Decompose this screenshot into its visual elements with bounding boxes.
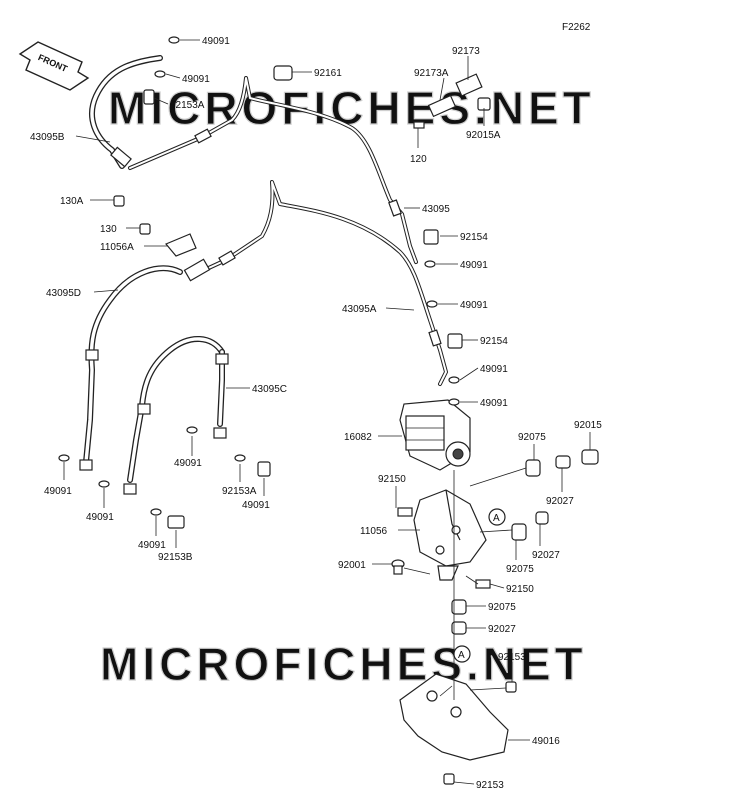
callout: 49091 bbox=[174, 458, 202, 469]
callout: 43095D bbox=[46, 288, 81, 299]
callout: 130A bbox=[60, 196, 84, 207]
callout: 43095C bbox=[252, 384, 287, 395]
collar-92027-mid bbox=[535, 511, 549, 525]
callout: 92015A bbox=[466, 130, 501, 141]
bolt-130 bbox=[139, 223, 151, 235]
callout: 11056A bbox=[100, 242, 134, 253]
callout: 92153 bbox=[476, 780, 504, 791]
callout: 11056 bbox=[360, 526, 388, 537]
bolt-92153a-mid bbox=[257, 461, 271, 477]
washer-49091-l2 bbox=[98, 480, 110, 488]
callout-labels: 49091 49091 92153A 92161 92173 92173A 92… bbox=[30, 36, 602, 791]
callout: 49091 bbox=[480, 398, 508, 409]
watermark-bottom: MICROFICHES.NET bbox=[100, 638, 587, 690]
banjo-bolt-92154-upper bbox=[423, 229, 439, 245]
callout: 49091 bbox=[202, 36, 230, 47]
callout: 92075 bbox=[506, 564, 534, 575]
bolt-92153-guard-top bbox=[505, 681, 517, 693]
svg-text:A: A bbox=[493, 513, 500, 524]
callout: 92027 bbox=[546, 496, 574, 507]
callout: 92173A bbox=[414, 68, 449, 79]
grommet-92075-upper bbox=[525, 459, 541, 477]
bolt-92015 bbox=[581, 449, 599, 465]
bolt-92153a-top bbox=[143, 89, 155, 105]
grommet-92075-mid bbox=[511, 523, 527, 541]
washer-49091-l5 bbox=[234, 454, 246, 462]
washer-49091-l1 bbox=[58, 454, 70, 462]
washer-49091-r2 bbox=[426, 300, 438, 308]
joint-block bbox=[183, 258, 211, 282]
callout: 92161 bbox=[314, 68, 342, 79]
callout: 120 bbox=[410, 154, 427, 165]
washer-49091-top-2 bbox=[154, 70, 166, 78]
hose-43095d bbox=[79, 265, 183, 471]
callout: 92075 bbox=[488, 602, 516, 613]
watermark-top: MICROFICHES.NET bbox=[108, 82, 595, 134]
callout: 49091 bbox=[138, 540, 166, 551]
clamp-11056a bbox=[165, 233, 197, 257]
washer-49091-top-1 bbox=[168, 36, 180, 44]
bolt-130a bbox=[113, 195, 125, 207]
washer-49091-l4 bbox=[186, 426, 198, 434]
reference-mark-a-upper: A bbox=[488, 508, 506, 526]
washer-49091-r3 bbox=[448, 376, 460, 384]
leader-lines bbox=[63, 39, 591, 785]
front-arrow-icon: FRONT bbox=[18, 41, 90, 91]
grommet-92161 bbox=[273, 65, 293, 81]
callout: 92015 bbox=[574, 420, 602, 431]
guard-49016 bbox=[399, 673, 509, 761]
collar-92027-upper bbox=[555, 455, 571, 469]
callout: 92150 bbox=[506, 584, 534, 595]
callout: 16082 bbox=[344, 432, 372, 443]
callout: 49091 bbox=[460, 260, 488, 271]
washer-49091-r4 bbox=[448, 398, 460, 406]
callout: 43095 bbox=[422, 204, 450, 215]
callout: 92001 bbox=[338, 560, 366, 571]
grommet-92075-lower bbox=[451, 599, 467, 615]
svg-text:A: A bbox=[458, 650, 465, 661]
callout: 130 bbox=[100, 224, 117, 235]
fitting-92173 bbox=[413, 73, 491, 129]
washer-49091-r1 bbox=[424, 260, 436, 268]
hose-43095c bbox=[123, 335, 229, 495]
washer-49091-l3 bbox=[150, 508, 162, 516]
figure-code: F2262 bbox=[562, 22, 591, 33]
callout: 92027 bbox=[488, 624, 516, 635]
callout: 92173 bbox=[452, 46, 480, 57]
bolt-92150-upper bbox=[397, 507, 413, 517]
callout: 49091 bbox=[242, 500, 270, 511]
banjo-bolt-92154-lower bbox=[447, 333, 463, 349]
callout: 92153A bbox=[170, 100, 205, 111]
abs-unit-16082 bbox=[399, 399, 471, 471]
callout: 92154 bbox=[460, 232, 488, 243]
callout: 92153 bbox=[498, 652, 526, 663]
callout: 49091 bbox=[182, 74, 210, 85]
callout: 49091 bbox=[86, 512, 114, 523]
callout: 49016 bbox=[532, 736, 560, 747]
callout: 92150 bbox=[378, 474, 406, 485]
bracket-11056 bbox=[413, 489, 487, 581]
bolt-92150-lower bbox=[475, 579, 491, 589]
callout: 92153B bbox=[158, 552, 193, 563]
callout: 43095A bbox=[342, 304, 377, 315]
callout: 92154 bbox=[480, 336, 508, 347]
pipe-43095a bbox=[198, 180, 448, 386]
callout: 49091 bbox=[460, 300, 488, 311]
callout: 92153A bbox=[222, 486, 257, 497]
pipe-43095 bbox=[128, 76, 418, 264]
callout: 92027 bbox=[532, 550, 560, 561]
callout: 92075 bbox=[518, 432, 546, 443]
reference-mark-a-lower: A bbox=[453, 645, 471, 663]
bolt-92153b bbox=[167, 515, 185, 529]
bolt-92153-guard-bottom bbox=[443, 773, 455, 785]
bolt-92001 bbox=[391, 559, 405, 575]
callout: 49091 bbox=[44, 486, 72, 497]
callout: 49091 bbox=[480, 364, 508, 375]
callout: 43095B bbox=[30, 132, 65, 143]
